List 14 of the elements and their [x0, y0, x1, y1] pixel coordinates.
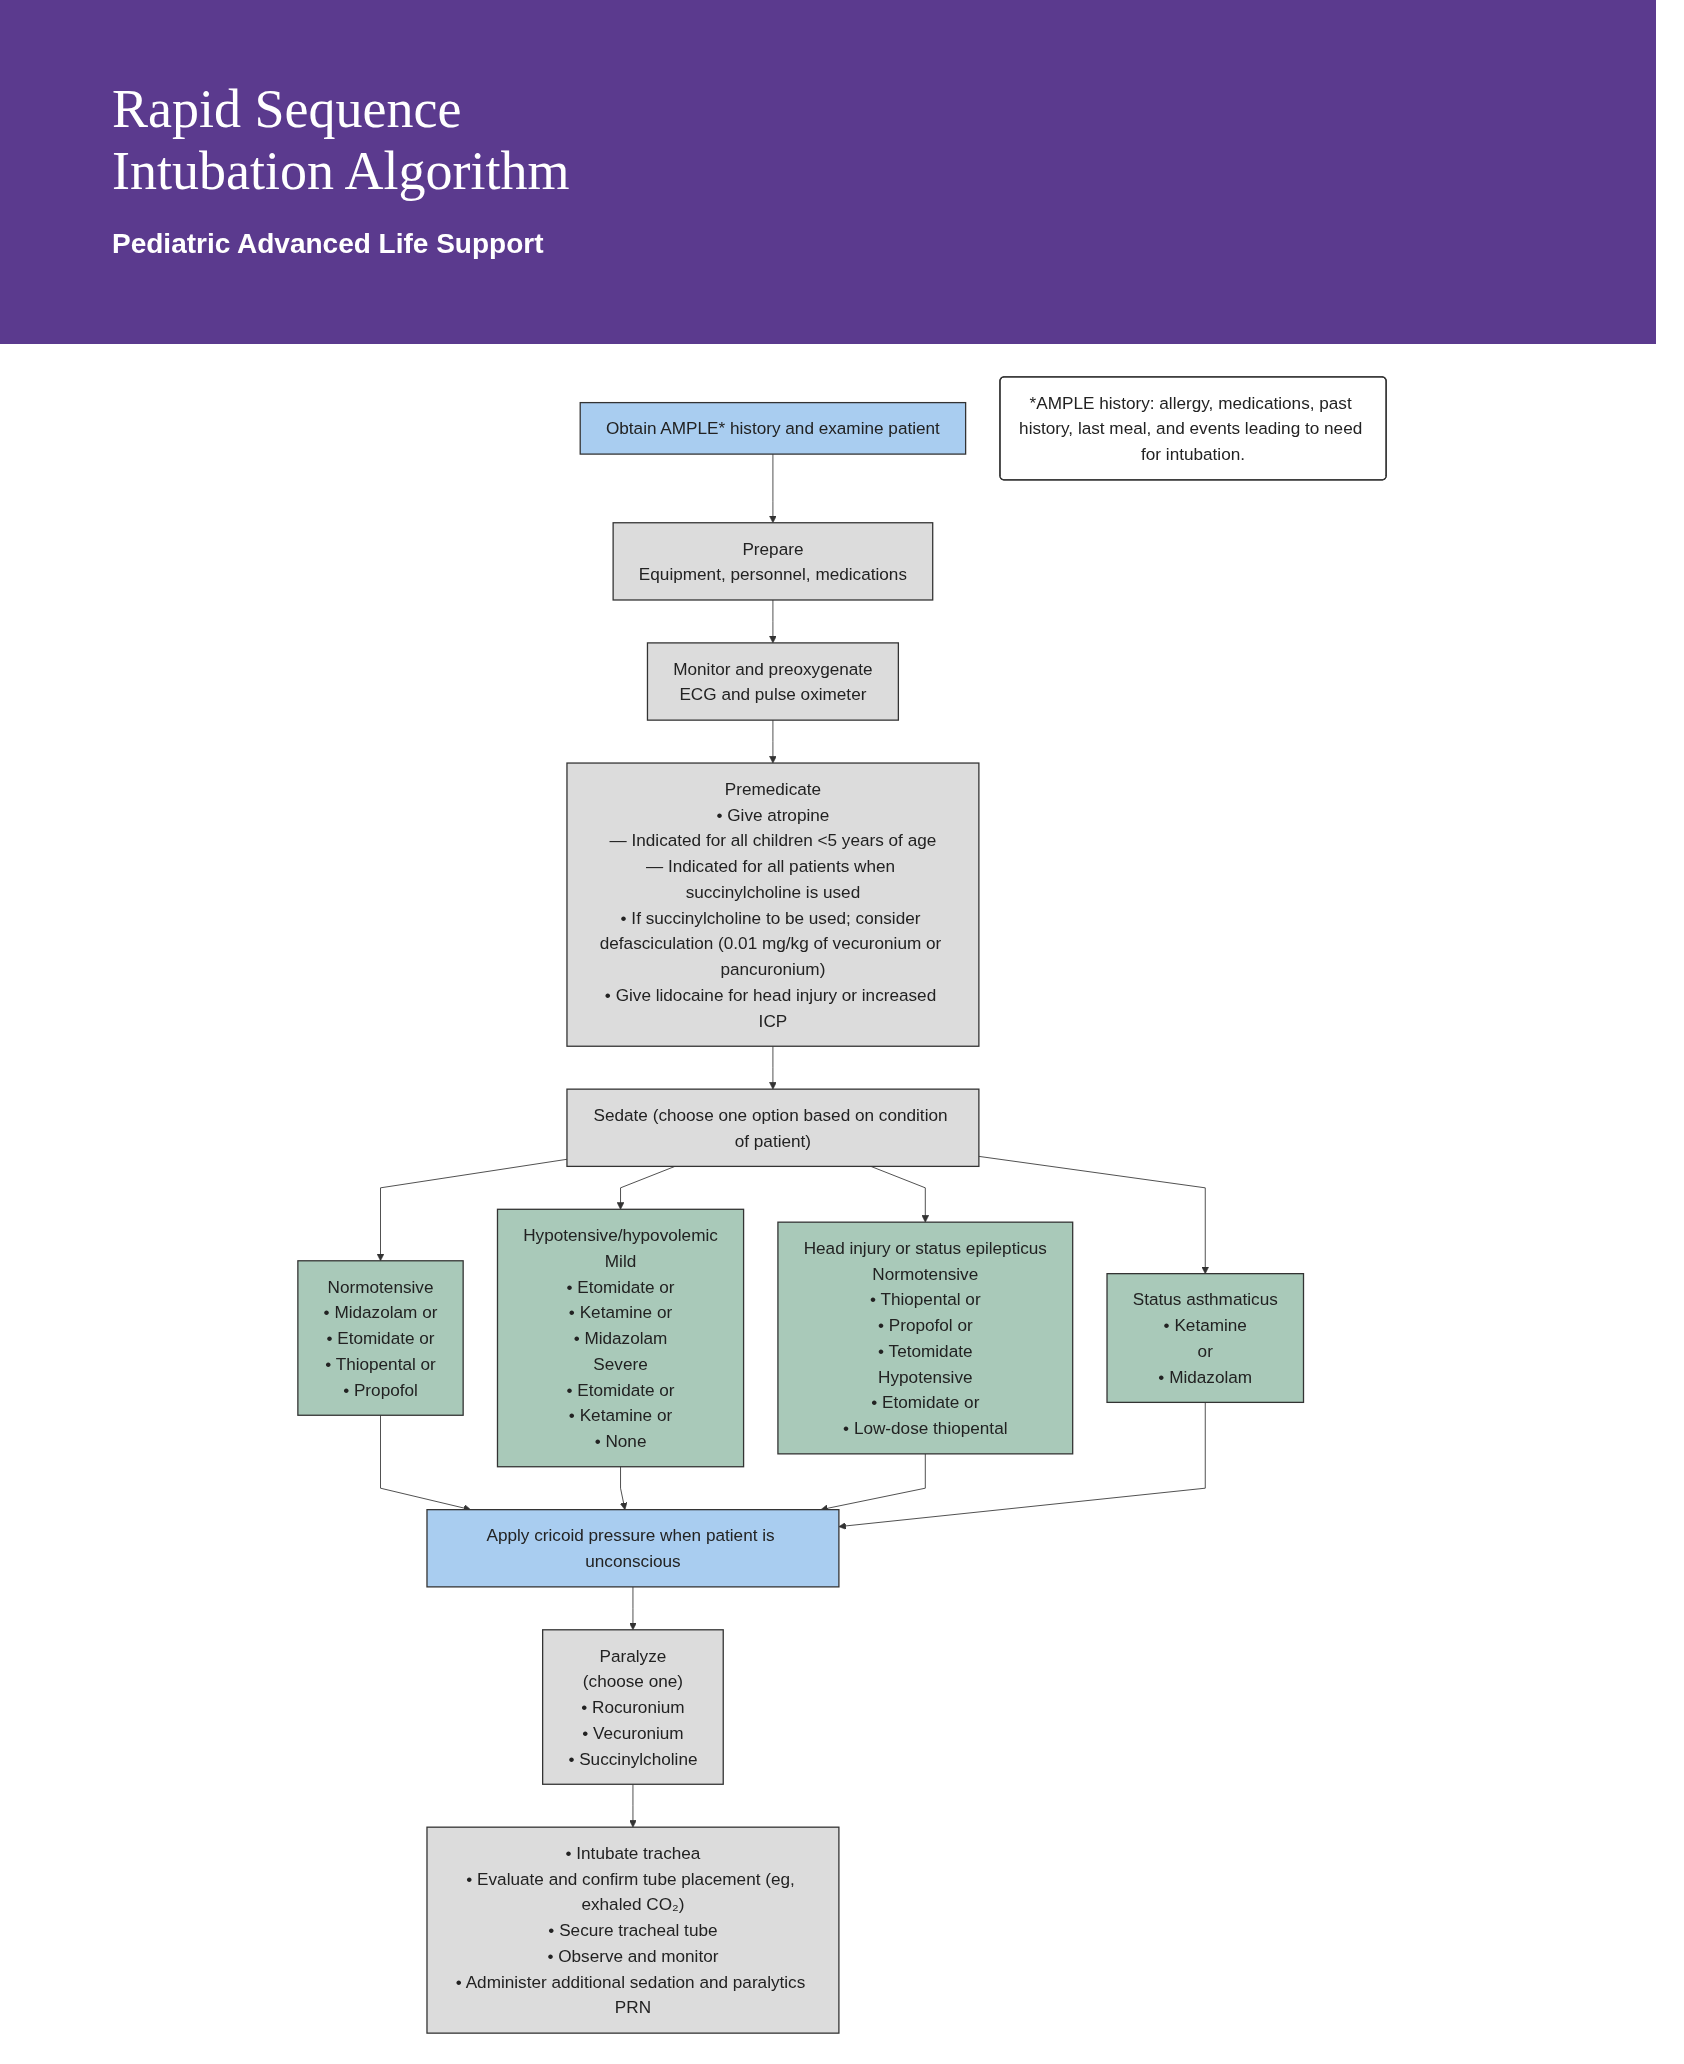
node-box: Paralyze (choose one) • Rocuronium • Vecuronium • Succinylcholine: [542, 1629, 724, 1785]
node-box: Sedate (choose one option based on condition of patient): [566, 1088, 980, 1168]
node-box: Premedicate • Give atropine — Indicated for all children <5 years of age — Indicated for all patients when succinylcholine is used • If succinylcholine to be used; consider defasciculation (0.01 mg/kg of vecuronium or pancuronium) • Give lidocaine for head injury or increased ICP: [566, 762, 980, 1047]
title: Rapid Sequence Intubation Algorithm: [112, 78, 571, 202]
node-box: Monitor and preoxygenate ECG and pulse oximeter: [646, 642, 899, 721]
node-box: Prepare Equipment, personnel, medications: [612, 522, 934, 601]
node-box: Status asthmaticus • Ketamine or • Midazolam: [1106, 1273, 1305, 1404]
subtitle: Pediatric Advanced Life Support: [112, 228, 544, 260]
node-box: Hypotensive/hypovolemic Mild • Etomidate or • Ketamine or • Midazolam Severe • Etomidate or • Ketamine or • None: [496, 1208, 745, 1468]
node-box: Head injury or status epilepticus Normotensive • Thiopental or • Propofol or • Tetomidate Hypotensive • Etomidate or • Low-dose thiopental: [777, 1221, 1074, 1455]
node-box: Normotensive • Midazolam or • Etomidate or • Thiopental or • Propofol: [297, 1260, 464, 1416]
node-box: Apply cricoid pressure when patient is unconscious: [426, 1509, 840, 1588]
node-box: • Intubate trachea • Evaluate and confirm tube placement (eg, exhaled CO₂) • Secure tracheal tube • Observe and monitor • Administer additional sedation and paralytics PRN: [426, 1826, 840, 2034]
node-box: Obtain AMPLE* history and examine patient: [579, 401, 967, 455]
